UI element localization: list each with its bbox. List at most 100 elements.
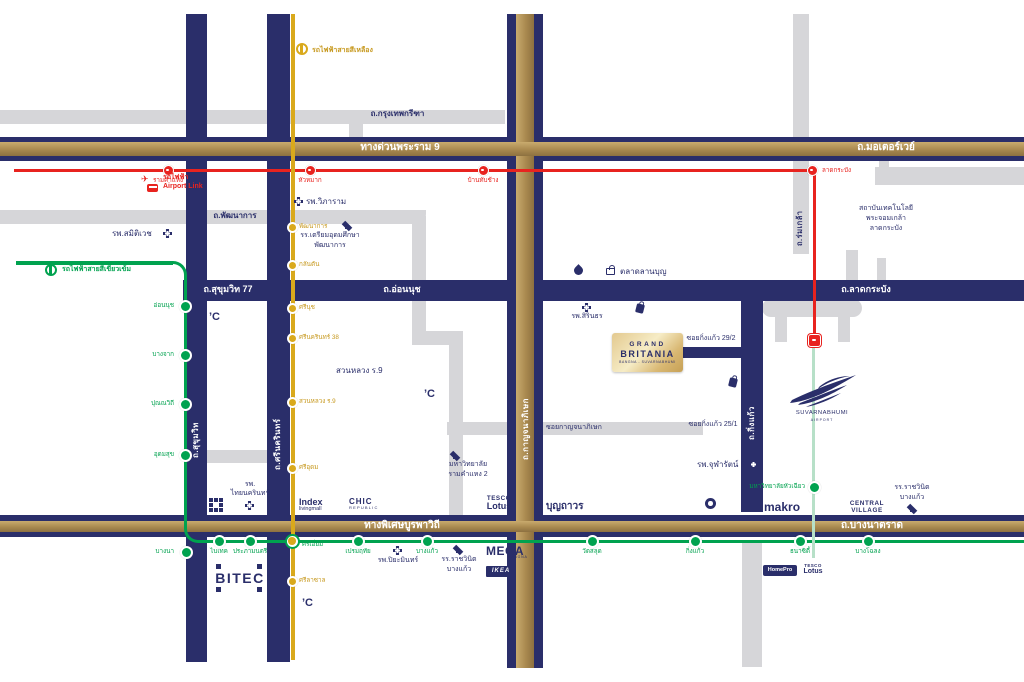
- grand-britania-logo: GRAND BRITANIA BANGNA - SUVARNABHUMI: [612, 333, 683, 372]
- road-srinagarindra: [267, 14, 290, 662]
- bitec-square-3: [216, 587, 221, 592]
- label-burapha: ทางพิเศษบูรพาวิถี: [364, 520, 440, 531]
- station-punnawithi: [179, 397, 192, 411]
- chic-logo: CHIC: [349, 497, 373, 506]
- bitec-square-2: [257, 564, 262, 569]
- suvarnabhumi-wing-icon: [790, 375, 856, 407]
- road-south-vertical: [742, 540, 762, 667]
- station-sri-iam-label: ศรีเอี่ยม: [302, 541, 324, 548]
- label-onnut: ถ.อ่อนนุช: [383, 284, 421, 294]
- mega-logo: MEGA: [486, 544, 524, 558]
- station-premruethai-label: เปรมฤทัย: [345, 548, 371, 555]
- homepro-logo: HomePro: [763, 565, 797, 576]
- station-bangna-label: บางนา: [155, 548, 174, 555]
- station-kingkaew: [688, 534, 702, 548]
- samitivej-cross-icon: [163, 229, 172, 238]
- ikea-logo: IKEA: [486, 566, 516, 577]
- suvarnabhumi-label-sub: AIRPORT: [810, 418, 834, 422]
- station-ramkhamhaeng: [162, 164, 174, 176]
- samitivej-label: รพ.สมิติเวช: [112, 229, 152, 238]
- c-landmark-icon-3: ’C: [302, 597, 313, 609]
- road-romklao: [793, 14, 809, 254]
- road-pattanakan-west: [0, 210, 186, 224]
- station-prapamontri: [243, 534, 257, 548]
- station-punnawithi-label: ปุณณวิถี: [150, 400, 174, 407]
- road-stub-ladkrabang-2: [877, 258, 886, 280]
- tesco-logo-2b: Lotus: [803, 568, 823, 575]
- airport-link-train-icon: [147, 184, 158, 192]
- kingkaew-bag-icon: [728, 377, 738, 388]
- sirindhorn-cross-icon: [582, 303, 591, 312]
- green-line-horizontal: [197, 539, 1024, 543]
- road-pattanakan-mid: [207, 210, 268, 224]
- vibharam-cross-icon: [294, 197, 303, 206]
- station-srilasalle: [287, 575, 298, 587]
- market-basket-icon: [606, 265, 615, 275]
- central-village-logo-2: VILLAGE: [851, 507, 883, 514]
- ram-university-cap-icon: [449, 451, 461, 460]
- station-thanacity: [793, 534, 807, 548]
- yellow-line-label: รถไฟฟ้าสายสีเหลือง: [312, 47, 373, 54]
- station-udomsuk-label: อุดมสุข: [153, 451, 174, 458]
- project-name-line1: GRAND: [629, 340, 666, 348]
- road-stub-ladkrabang-1: [846, 250, 858, 280]
- road-burapha-gold: [0, 521, 1024, 532]
- station-sriudom-label: ศรีอุดม: [299, 464, 319, 471]
- station-prapamontri-label: ประภามนตรี: [232, 548, 268, 555]
- index-logo-sub: livingmall: [299, 506, 322, 512]
- tesco-logo-1a: TESCO: [486, 495, 512, 502]
- triamudom-cap-icon: [341, 221, 353, 230]
- airport-link-label-2: Airport Link: [163, 183, 203, 190]
- road-top-right: [875, 167, 1024, 185]
- ram-university-label-2: รามคำแหง 2: [448, 471, 488, 478]
- label-kanchanaphisek-v: ถ.กาญจนาภิเษก: [521, 398, 530, 460]
- triamudom-label-2: พัฒนาการ: [314, 242, 346, 249]
- road-pattanakan-east: [289, 210, 426, 224]
- airport-link-line: [14, 169, 815, 172]
- rajwinit-label-1b: บางแก้ว: [446, 566, 472, 573]
- chularat-label: รพ.จุฬารัตน์ 9: [697, 460, 746, 469]
- project-name-line2: BRITANIA: [620, 348, 675, 359]
- green-line-label: รถไฟฟ้าสายสีเขียวเข้ม: [62, 266, 131, 273]
- road-sukhumvit: [186, 14, 207, 662]
- station-huamak: [304, 164, 316, 176]
- piyamin-label: รพ.ปิยะมินทร์: [377, 557, 419, 564]
- station-bangchak: [179, 348, 192, 362]
- rajwinit-cap-icon-2: [906, 504, 918, 513]
- station-ramkhamhaeng-label: รามคำแหง: [152, 177, 184, 184]
- label-sukhumvit77: ถ.สุขุมวิท 77: [203, 284, 253, 294]
- suan-luang-label: สวนหลวง ร.9: [336, 366, 383, 375]
- station-srinuch-label: ศรีนุช: [299, 304, 315, 311]
- index-logo: Index: [299, 497, 323, 507]
- green-line-mrt-icon: [45, 264, 57, 276]
- station-bitec: [212, 534, 226, 548]
- road-stub-between: [207, 450, 269, 463]
- station-bangchak-label: บางจาก: [152, 351, 174, 358]
- road-krungthep-kreetha: [0, 110, 505, 124]
- station-ladkrabang-label: ลาดกระบัง: [822, 167, 852, 174]
- bitec-square-1: [216, 564, 221, 569]
- plane-icon: ✈: [141, 174, 149, 184]
- tesco-logo-1b: Lotus: [486, 501, 512, 511]
- bitec-square-4: [257, 587, 262, 592]
- label-pattanakan: ถ.พัฒนาการ: [213, 211, 257, 220]
- label-soi-kanchanaphisek: ซอยกาญจนาภิเษก: [546, 424, 602, 431]
- thai-nakarin-label-2: ไทยนครินทร์: [230, 490, 270, 497]
- chularat-cross-icon: [749, 460, 758, 469]
- station-pattanakan-label: พัฒนาการ: [299, 223, 328, 230]
- mega-logo-sub: BANGNA: [508, 555, 528, 559]
- station-suanluang-r9-label: สวนหลวง ร.9: [299, 398, 336, 405]
- central-city-icon: [209, 498, 213, 502]
- road-interchange-stub-1: [775, 314, 787, 342]
- central-village-logo-1: CENTRAL: [849, 500, 885, 507]
- station-watsalud-label: วัดสลุด: [582, 548, 602, 555]
- station-suanluang-r9: [287, 396, 298, 408]
- station-ban-thap-chang: [477, 164, 489, 176]
- green-line-curve-top: [173, 261, 187, 277]
- station-sri-iam-interchange: [284, 533, 300, 549]
- suvarnabhumi-label: SUVARNABHUMI: [795, 410, 849, 416]
- road-stub-motorway: [879, 160, 889, 184]
- station-branch-university: [807, 480, 821, 494]
- station-ladkrabang: [806, 164, 818, 176]
